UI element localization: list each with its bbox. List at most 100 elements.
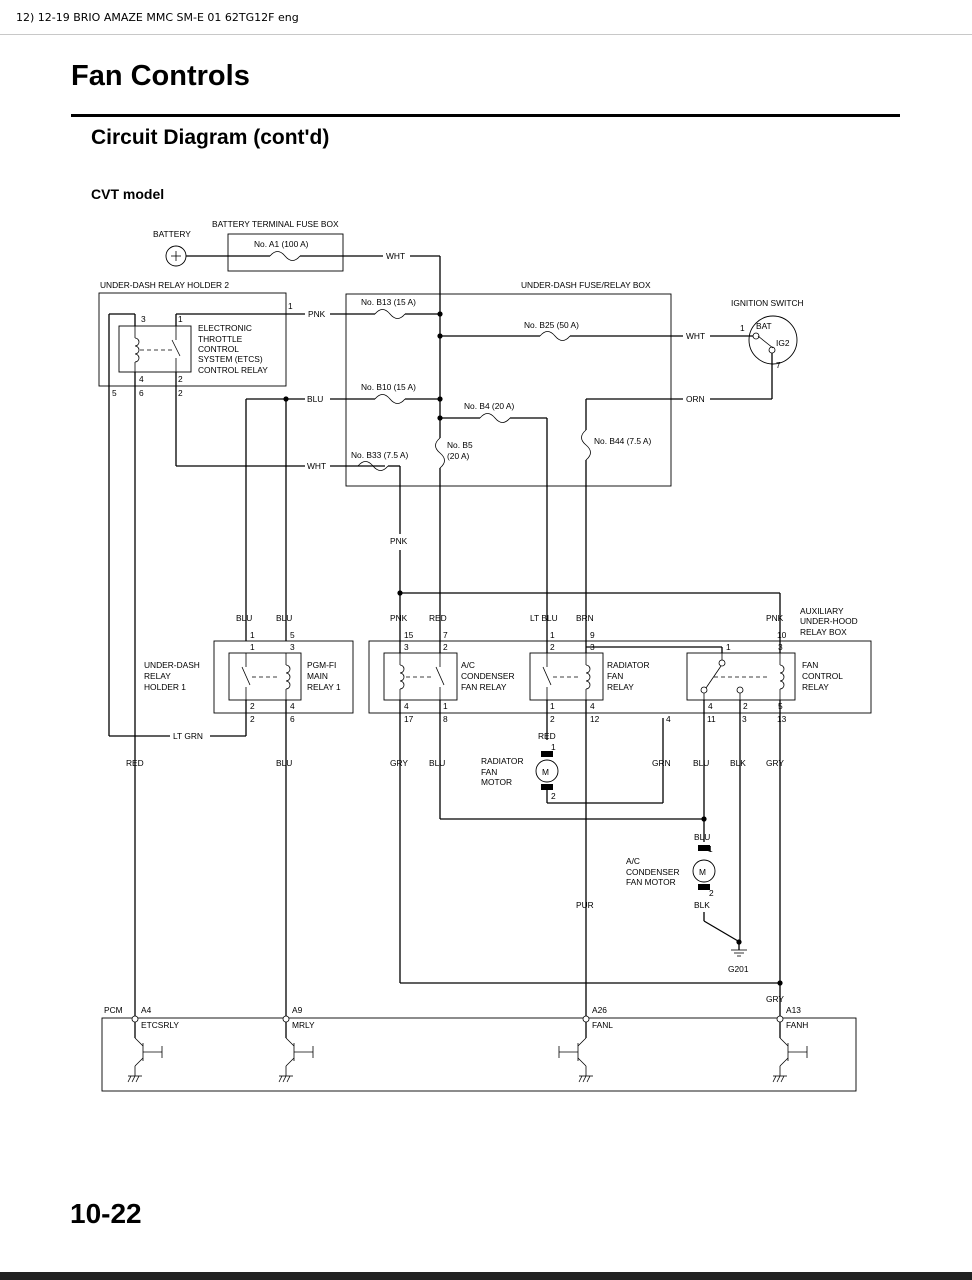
fuse-relay-box-label: UNDER-DASH FUSE/RELAY BOX — [521, 280, 651, 290]
fuse-b5-symbol — [435, 437, 445, 469]
ac-relay-label-3: FAN RELAY — [461, 682, 507, 692]
page-subtitle: Circuit Diagram (cont'd) — [91, 126, 330, 149]
pin-number: 5 — [290, 630, 295, 640]
ac-motor-m: M — [699, 867, 706, 877]
pin-number: 4 — [666, 714, 671, 724]
pin-number: 4 — [290, 701, 295, 711]
page-number: 10-22 — [70, 1198, 142, 1229]
fuse-b25-label: No. B25 (50 A) — [524, 320, 579, 330]
pin-number: 4 — [139, 374, 144, 384]
bottom-bar — [0, 1272, 972, 1280]
pcm-label: PCM — [104, 1005, 123, 1015]
relay-holder-1-label-2: RELAY — [144, 671, 171, 681]
pin-number: 3 — [290, 642, 295, 652]
wire-color-label: WHT — [307, 461, 326, 471]
pin-number: 9 — [590, 630, 595, 640]
ground-g201-label: G201 — [728, 964, 749, 974]
wire-ltgrn-label: LT GRN — [173, 731, 203, 741]
pin-number: 2 — [250, 714, 255, 724]
radiator-fan-motor-symbol — [535, 759, 559, 783]
ac-motor-label-2: CONDENSER — [626, 867, 680, 877]
wire-pur-label: PUR — [576, 900, 594, 910]
aux-box-label-1: AUXILIARY — [800, 606, 844, 616]
wire-ltblu-label: LT BLU — [530, 613, 558, 623]
pin-number: 4 — [708, 701, 713, 711]
ignition-switch-label: IGNITION SWITCH — [731, 298, 804, 308]
pcm-pin-a4-name: ETCSRLY — [141, 1020, 179, 1030]
ign-ig2-label: IG2 — [776, 338, 790, 348]
wire-color-label: BLU — [429, 758, 445, 768]
wire-color-label: PNK — [766, 613, 784, 623]
pcm-pin-a26-name: FANL — [592, 1020, 613, 1030]
pin-number: 2 — [550, 642, 555, 652]
pin-number: 6 — [139, 388, 144, 398]
rad-relay-label-2: FAN — [607, 671, 623, 681]
pin-number: 1 — [443, 701, 448, 711]
pin-number: 2 — [178, 388, 183, 398]
pin-number: 8 — [443, 714, 448, 724]
wire-color-label: BLU — [694, 832, 710, 842]
wire-red-label: RED — [429, 613, 447, 623]
page-title: Fan Controls — [71, 60, 250, 92]
fan-ctrl-relay-label-3: RELAY — [802, 682, 829, 692]
wire-blu-label: BLU — [307, 394, 323, 404]
aux-box-label-2: UNDER-HOOD — [800, 616, 858, 626]
wire-color-label: BLU — [276, 758, 292, 768]
wire-color-label: BLU — [236, 613, 252, 623]
etcs-relay-label-5: CONTROL RELAY — [198, 365, 268, 375]
pin-number: 1 — [250, 642, 255, 652]
pcm-pin-a4: A4 — [141, 1005, 152, 1015]
pin-number: 2 — [709, 888, 714, 898]
pin-number: 1 — [708, 844, 713, 854]
fuse-a1-symbol — [269, 251, 301, 261]
pin-number: 2 — [550, 714, 555, 724]
pin-number: 17 — [404, 714, 414, 724]
fuse-b44-label: No. B44 (7.5 A) — [594, 436, 651, 446]
fuse-b4-symbol — [479, 413, 511, 423]
pin-number: 3 — [778, 642, 783, 652]
wire-orn-label: ORN — [686, 394, 705, 404]
fuse-b33-symbol — [357, 461, 389, 471]
title-divider — [71, 114, 900, 117]
wire-brn-label: BRN — [576, 613, 594, 623]
pgm-relay-label-2: MAIN — [307, 671, 328, 681]
fuse-b10-symbol — [374, 394, 406, 404]
ac-motor-label-1: A/C — [626, 856, 640, 866]
ignition-switch-symbol — [748, 315, 798, 365]
fuse-b33-label: No. B33 (7.5 A) — [351, 450, 408, 460]
pin-number: 7 — [776, 360, 781, 370]
rad-motor-label-1: RADIATOR — [481, 756, 524, 766]
pcm-pin-a26: A26 — [592, 1005, 607, 1015]
pin-number: 2 — [743, 701, 748, 711]
pin-number: 3 — [404, 642, 409, 652]
pin-number: 2 — [250, 701, 255, 711]
pin-number: 3 — [141, 314, 146, 324]
rad-motor-m: M — [542, 767, 549, 777]
pin-number: 1 — [250, 630, 255, 640]
pin-number: 1 — [550, 701, 555, 711]
fuse-b5-label-1: No. B5 — [447, 440, 473, 450]
etcs-relay-label-3: CONTROL — [198, 344, 239, 354]
etcs-relay-label-2: THROTTLE — [198, 334, 243, 344]
terminal-fuse-box — [227, 233, 344, 272]
wire-color-label: GRY — [766, 994, 784, 1004]
pin-number: 1 — [740, 323, 745, 333]
pin-number: 11 — [707, 714, 716, 724]
wire-gry-label: GRY — [390, 758, 408, 768]
wire-color-label: GRY — [766, 758, 784, 768]
fan-ctrl-relay-label-1: FAN — [802, 660, 818, 670]
rad-relay-label-1: RADIATOR — [607, 660, 650, 670]
wire-color-label: WHT — [686, 331, 705, 341]
pin-number: 1 — [726, 642, 731, 652]
battery-label: BATTERY — [153, 229, 191, 239]
fuse-b44-symbol — [581, 429, 591, 461]
pin-number: 4 — [590, 701, 595, 711]
fuse-relay-box — [345, 293, 672, 487]
pin-number: 15 — [404, 630, 414, 640]
pin-number: 6 — [290, 714, 295, 724]
pin-number: 5 — [112, 388, 117, 398]
fuse-b5-label-2: (20 A) — [447, 451, 470, 461]
fuse-b13-symbol — [374, 309, 406, 319]
rad-motor-label-3: MOTOR — [481, 777, 512, 787]
